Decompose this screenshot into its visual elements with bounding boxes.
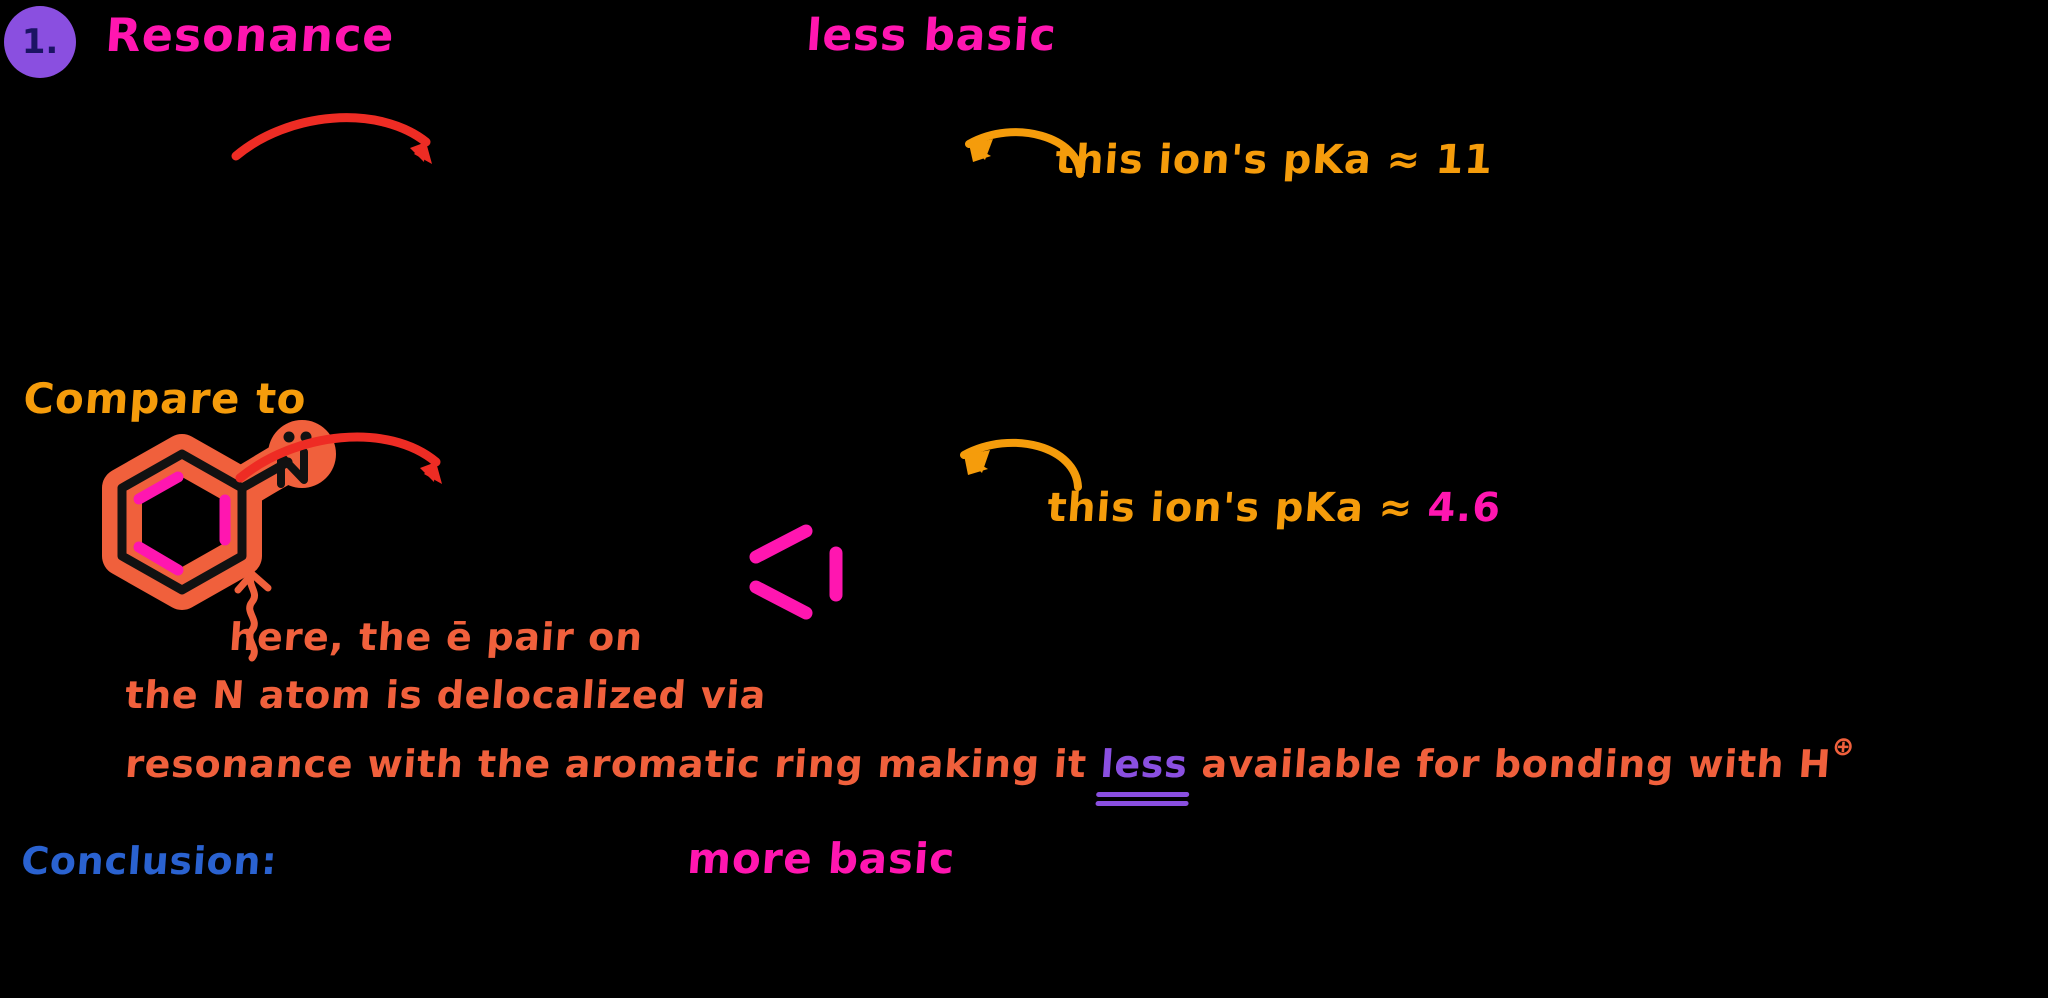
proton-charge-symbol: ⊕ — [1831, 732, 1856, 762]
conclusion-value-more-basic: more basic — [685, 834, 957, 883]
label-less-basic: less basic — [804, 10, 1059, 61]
conclusion-label: Conclusion: — [19, 839, 279, 883]
explanation-line-3b: available for bonding with H — [1186, 742, 1833, 786]
explanation-line-2: the N atom is delocalized via — [123, 673, 768, 717]
step-number-badge: 1. — [4, 6, 76, 78]
explanation-line-1b: pair on — [471, 615, 645, 659]
emphasis-less: less — [1099, 742, 1190, 786]
explanation-line-3: resonance with the aromatic ring making … — [123, 732, 1856, 786]
heading-compare-to: Compare to — [21, 374, 309, 423]
curved-arrow-red-top — [231, 113, 432, 164]
annotation-pka-11: this ion's pKa ≈ 11 — [1053, 137, 1495, 183]
step-number-label: 1. — [21, 22, 59, 62]
annotation-pka-4-6: this ion's pKa ≈ 4.6 — [1045, 485, 1503, 531]
explanation-line-1: here, the ē pair on — [227, 615, 645, 659]
curved-arrow-orange-top — [965, 128, 1084, 178]
electron-pair-symbol: ē — [444, 615, 475, 659]
curved-arrow-red-bottom — [235, 432, 442, 484]
annotation-pka-4-6-text: this ion's pKa ≈ 4.6 — [1045, 485, 1503, 531]
explanation-line-3a: resonance with the aromatic ring making … — [123, 742, 1103, 786]
aniline-benzene-ring-with-nitrogen — [102, 420, 336, 610]
squiggly-arrow-up-to-nitrogen — [234, 570, 272, 662]
explanation-line-1a: here, the — [227, 615, 448, 659]
curved-arrow-orange-bottom — [960, 438, 1082, 491]
section-title-resonance: Resonance — [103, 8, 397, 62]
partial-magenta-ring-sketch — [749, 524, 843, 620]
annotation-pka-4-6-value: 4.6 — [1426, 485, 1503, 531]
